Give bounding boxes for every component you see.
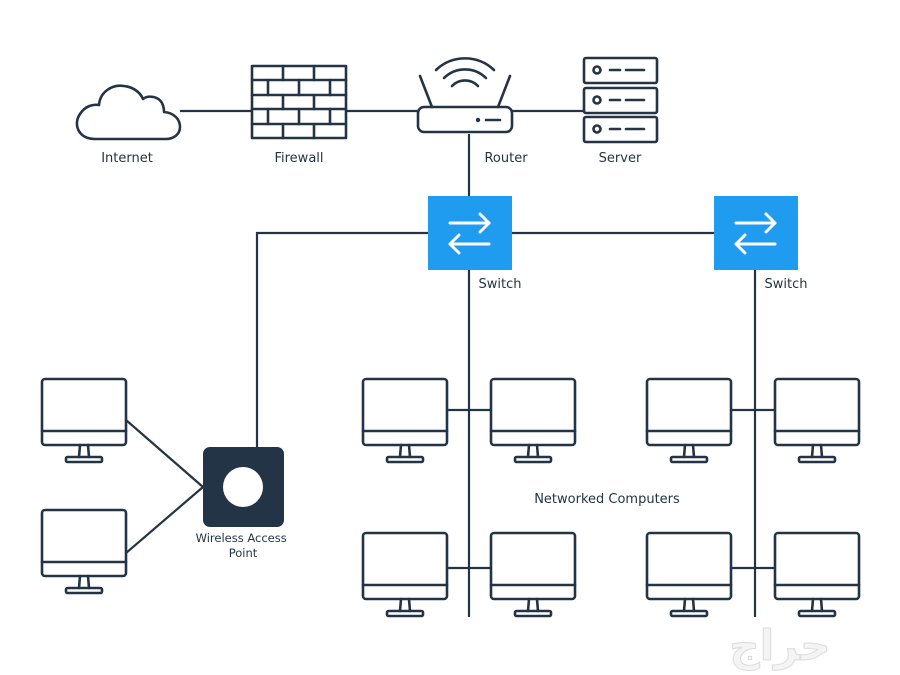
monitor-icon [645, 531, 733, 618]
switch-1-node: Switch [428, 196, 521, 292]
server-rack-icon [582, 56, 659, 144]
server-label: Server [599, 151, 642, 166]
monitor-icon [773, 531, 861, 618]
link-ap-pc-bottom [125, 486, 204, 554]
firewall-label: Firewall [274, 151, 323, 166]
wireless-ap-label: Wireless Access Point [196, 531, 291, 560]
monitor-icon [645, 377, 733, 464]
ap-led [223, 467, 263, 507]
link-ap-pc-top [125, 419, 204, 488]
internet-node: Internet [75, 84, 182, 166]
monitor-icon [489, 531, 577, 618]
switch-1-box [428, 196, 512, 270]
wireless-ap-node: Wireless Access Point [196, 447, 291, 560]
switch-2-label: Switch [765, 277, 808, 292]
connections [125, 109, 775, 617]
cloud-icon [75, 84, 182, 141]
monitor-icon [361, 531, 449, 618]
monitor-icon [40, 377, 128, 464]
brick-wall-icon [250, 64, 348, 140]
computers [40, 377, 861, 618]
switch-2-box [714, 196, 798, 270]
switch-arrows-icon [448, 212, 491, 255]
monitor-icon [40, 508, 128, 595]
switch-2-node: Switch [714, 196, 807, 292]
wifi-router-icon [416, 57, 514, 134]
router-label: Router [484, 151, 528, 166]
switch-arrows-icon [734, 212, 777, 255]
watermark: حراج [729, 621, 830, 671]
monitor-icon [489, 377, 577, 464]
networked-computers-label: Networked Computers [534, 492, 680, 507]
internet-label: Internet [101, 151, 153, 166]
monitor-icon [361, 377, 449, 464]
monitor-icon [773, 377, 861, 464]
switch-1-label: Switch [479, 277, 522, 292]
router-node: Router [416, 57, 528, 166]
link-switch-ap [255, 231, 428, 447]
server-node: Server [582, 56, 659, 166]
firewall-node: Firewall [250, 64, 348, 166]
